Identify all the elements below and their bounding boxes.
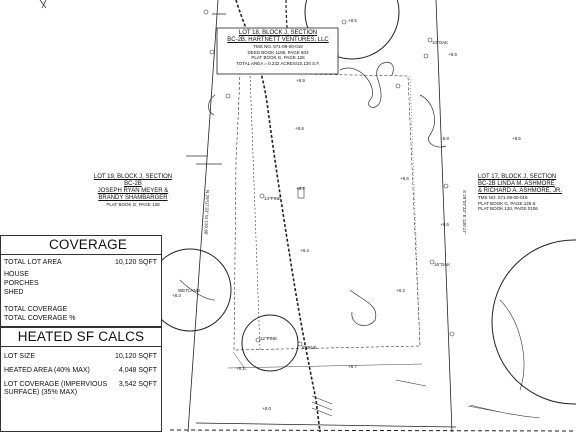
lot17-line4: TMS NO. 571-09-00-019 (478, 195, 528, 200)
coverage-row: TOTAL COVERAGE % (4, 314, 161, 323)
svg-text:+8.1: +8.1 (236, 366, 245, 371)
coverage-row: HOUSE (4, 270, 161, 279)
svg-text:8"PINE: 8"PINE (302, 345, 317, 350)
lot18-label: LOT 18, BLOCK J, SECTION BC-2B, HARTNETT… (218, 30, 338, 66)
svg-text:+8.7: +8.7 (296, 186, 305, 191)
coverage-row-label: HOUSE (4, 271, 29, 278)
lot19-label: LOT 19, BLOCK J, SECTION BC-2B JOSEPH RY… (74, 174, 192, 208)
lot18-line2: BC-2B, HARTNETT VENTURES, LLC (227, 37, 329, 43)
heated-row-label: LOT SIZE (4, 353, 35, 360)
bearing-left-label: N 29°07'33" W 130.96' (203, 190, 210, 235)
lot17-line3: & RICHARD A. ASHMORE, JR. (478, 188, 563, 194)
lot17-line5: PLAT BOOK G, PAGE 128 & (478, 200, 536, 206)
svg-text:+8.7: +8.7 (348, 364, 357, 369)
wetland-label: WETLAND (178, 288, 201, 293)
svg-text:+8.3: +8.3 (172, 293, 181, 298)
lot19-line4: BRANDY SHAMBARGER (98, 195, 168, 201)
lot17-line2: BC-2B LINDA M. ASHMORE (478, 181, 555, 187)
coverage-row: SHED (4, 288, 161, 297)
lot19-line5: PLAT BOOK G, PAGE 128 (106, 202, 160, 207)
svg-text:+8.8: +8.8 (295, 126, 304, 131)
heated-row-label: LOT COVERAGE (IMPERVIOUS SURFACE) (35% M… (4, 381, 108, 396)
lot17-line1: LOT 17, BLOCK J, SECTION (478, 174, 557, 180)
lot18-line1: LOT 18, BLOCK J, SECTION (238, 30, 318, 36)
property-boundary (187, 0, 457, 432)
svg-text:+8.9: +8.9 (448, 52, 457, 57)
coverage-row: TOTAL COVERAGE (4, 297, 161, 314)
road-edge (169, 429, 576, 432)
lot17-label: LOT 17, BLOCK J, SECTION BC-2B LINDA M. … (478, 174, 576, 212)
coverage-row: PORCHES (4, 279, 161, 288)
bearing-right-label: S 29°07'33" E 130.17' (462, 190, 467, 234)
svg-text:16"OAK: 16"OAK (434, 262, 450, 267)
lot-line-front (195, 422, 457, 428)
setback-line (233, 71, 421, 351)
coverage-row-label: TOTAL LOT AREA (4, 259, 62, 266)
lot18-line5: PLAT BOOK G, PAGE 128 (251, 55, 305, 60)
coverage-title: COVERAGE (1, 236, 161, 255)
corner-marks (39, 0, 226, 165)
svg-text:+8.2: +8.2 (396, 288, 405, 293)
heated-rows: LOT SIZE 10,120 SQFT HEATED AREA (40% MA… (1, 347, 161, 397)
svg-text:+8.5: +8.5 (512, 136, 521, 141)
svg-text:14"PINE: 14"PINE (264, 196, 281, 201)
lot19-line3: JOSEPH RYAN MEYER & (97, 188, 169, 194)
coverage-row: TOTAL LOT AREA 10,120 SQFT (4, 255, 161, 270)
coverage-table: COVERAGE TOTAL LOT AREA 10,120 SQFT HOUS… (0, 235, 162, 327)
heated-title: HEATED SF CALCS (1, 328, 161, 347)
shed-symbol (297, 187, 305, 199)
svg-text:+8.4: +8.4 (300, 248, 309, 253)
driveway-hatch (311, 379, 501, 417)
coverage-row-label: SHED (4, 289, 24, 296)
heated-sf-table: HEATED SF CALCS LOT SIZE 10,120 SQFT HEA… (0, 327, 162, 432)
lot18-line4: DEED BOOK 1106, PAGE 603 (247, 49, 309, 55)
lot17-line6: PLAT BOOK 120, PAGE 0106 (478, 206, 538, 211)
svg-text:+8.0: +8.0 (262, 406, 271, 411)
svg-text:+8.5: +8.5 (348, 18, 357, 23)
svg-text:+8.9: +8.9 (296, 78, 305, 83)
heated-row: LOT COVERAGE (IMPERVIOUS SURFACE) (35% M… (4, 375, 161, 397)
lot18-line6: TOTAL AREA = 0.232 ACRES/10,120 S.F. (236, 60, 320, 66)
lot-line-right (435, 0, 453, 432)
contour-line (339, 61, 394, 108)
easement-lines (227, 75, 423, 371)
lot-line-left (187, 0, 219, 432)
svg-text:12"PINE: 12"PINE (260, 336, 277, 341)
lot19-line2: BC-2B (124, 181, 142, 187)
lot18-line3: TMS NO. 571-09-00-018 (253, 44, 303, 49)
svg-text:+8.8: +8.8 (440, 136, 449, 141)
coverage-row-value: 10,120 SQFT (114, 259, 157, 266)
lot19-line1: LOT 19, BLOCK J, SECTION (93, 174, 173, 180)
svg-text:+8.6: +8.6 (400, 176, 409, 181)
lot18-label-box (216, 27, 339, 75)
heated-row-value: 10,120 SQFT (114, 353, 157, 360)
heated-row: HEATED AREA (40% MAX) 4,048 SQFT (4, 361, 161, 375)
heated-row-value: 3,542 SQFT (118, 381, 157, 388)
coverage-row-label: PORCHES (4, 280, 39, 287)
svg-text:10"OAK: 10"OAK (432, 40, 448, 45)
tree-labels: 12"PINE 10"OAK 14"PINE 8"PINE 16"OAK 12"… (260, 40, 450, 350)
heated-row-label: HEATED AREA (40% MAX) (4, 367, 90, 374)
svg-text:+8.6: +8.6 (440, 222, 449, 227)
coverage-rows: TOTAL LOT AREA 10,120 SQFT HOUSE PORCHES… (1, 255, 161, 323)
coverage-row-label: TOTAL COVERAGE (4, 306, 68, 313)
heated-row: LOT SIZE 10,120 SQFT (4, 350, 161, 361)
coverage-row-label: TOTAL COVERAGE % (4, 315, 76, 322)
spot-elevations: +8.5 +8.9 +8.8 +8.6 +8.7 +8.4 +8.2 +8.3 … (172, 18, 521, 411)
heated-row-value: 4,048 SQFT (118, 367, 157, 374)
